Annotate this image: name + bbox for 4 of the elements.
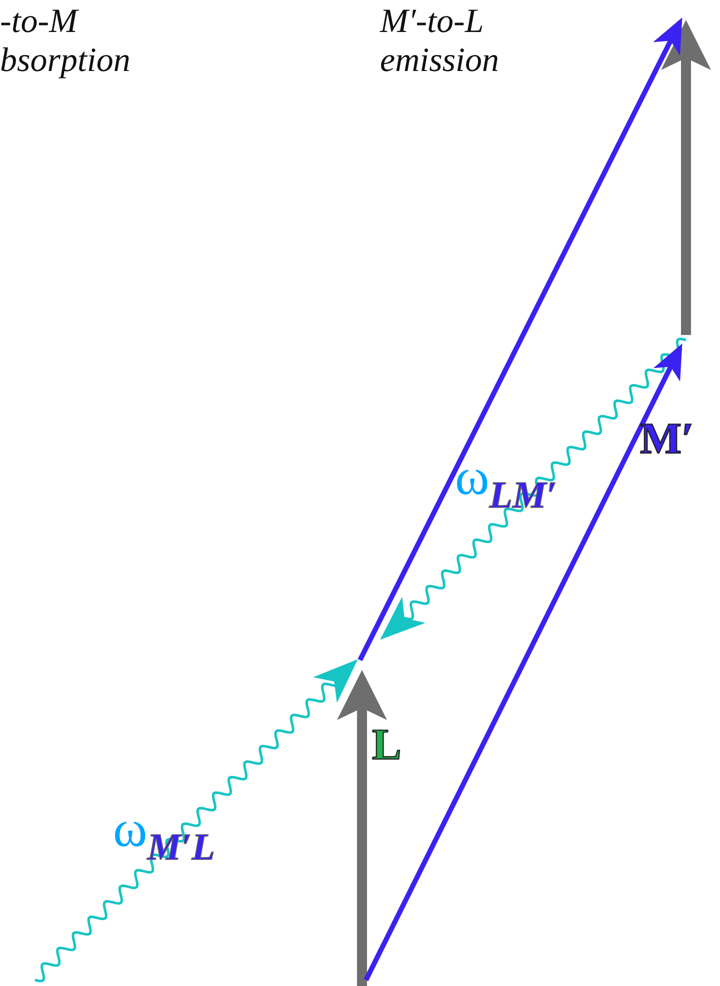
caption-text: -to-M bsorption <box>0 2 132 80</box>
vector-label: M′ <box>640 414 694 465</box>
caption-text: M′-to-L emission <box>380 2 500 80</box>
vector-label: L <box>372 720 402 771</box>
